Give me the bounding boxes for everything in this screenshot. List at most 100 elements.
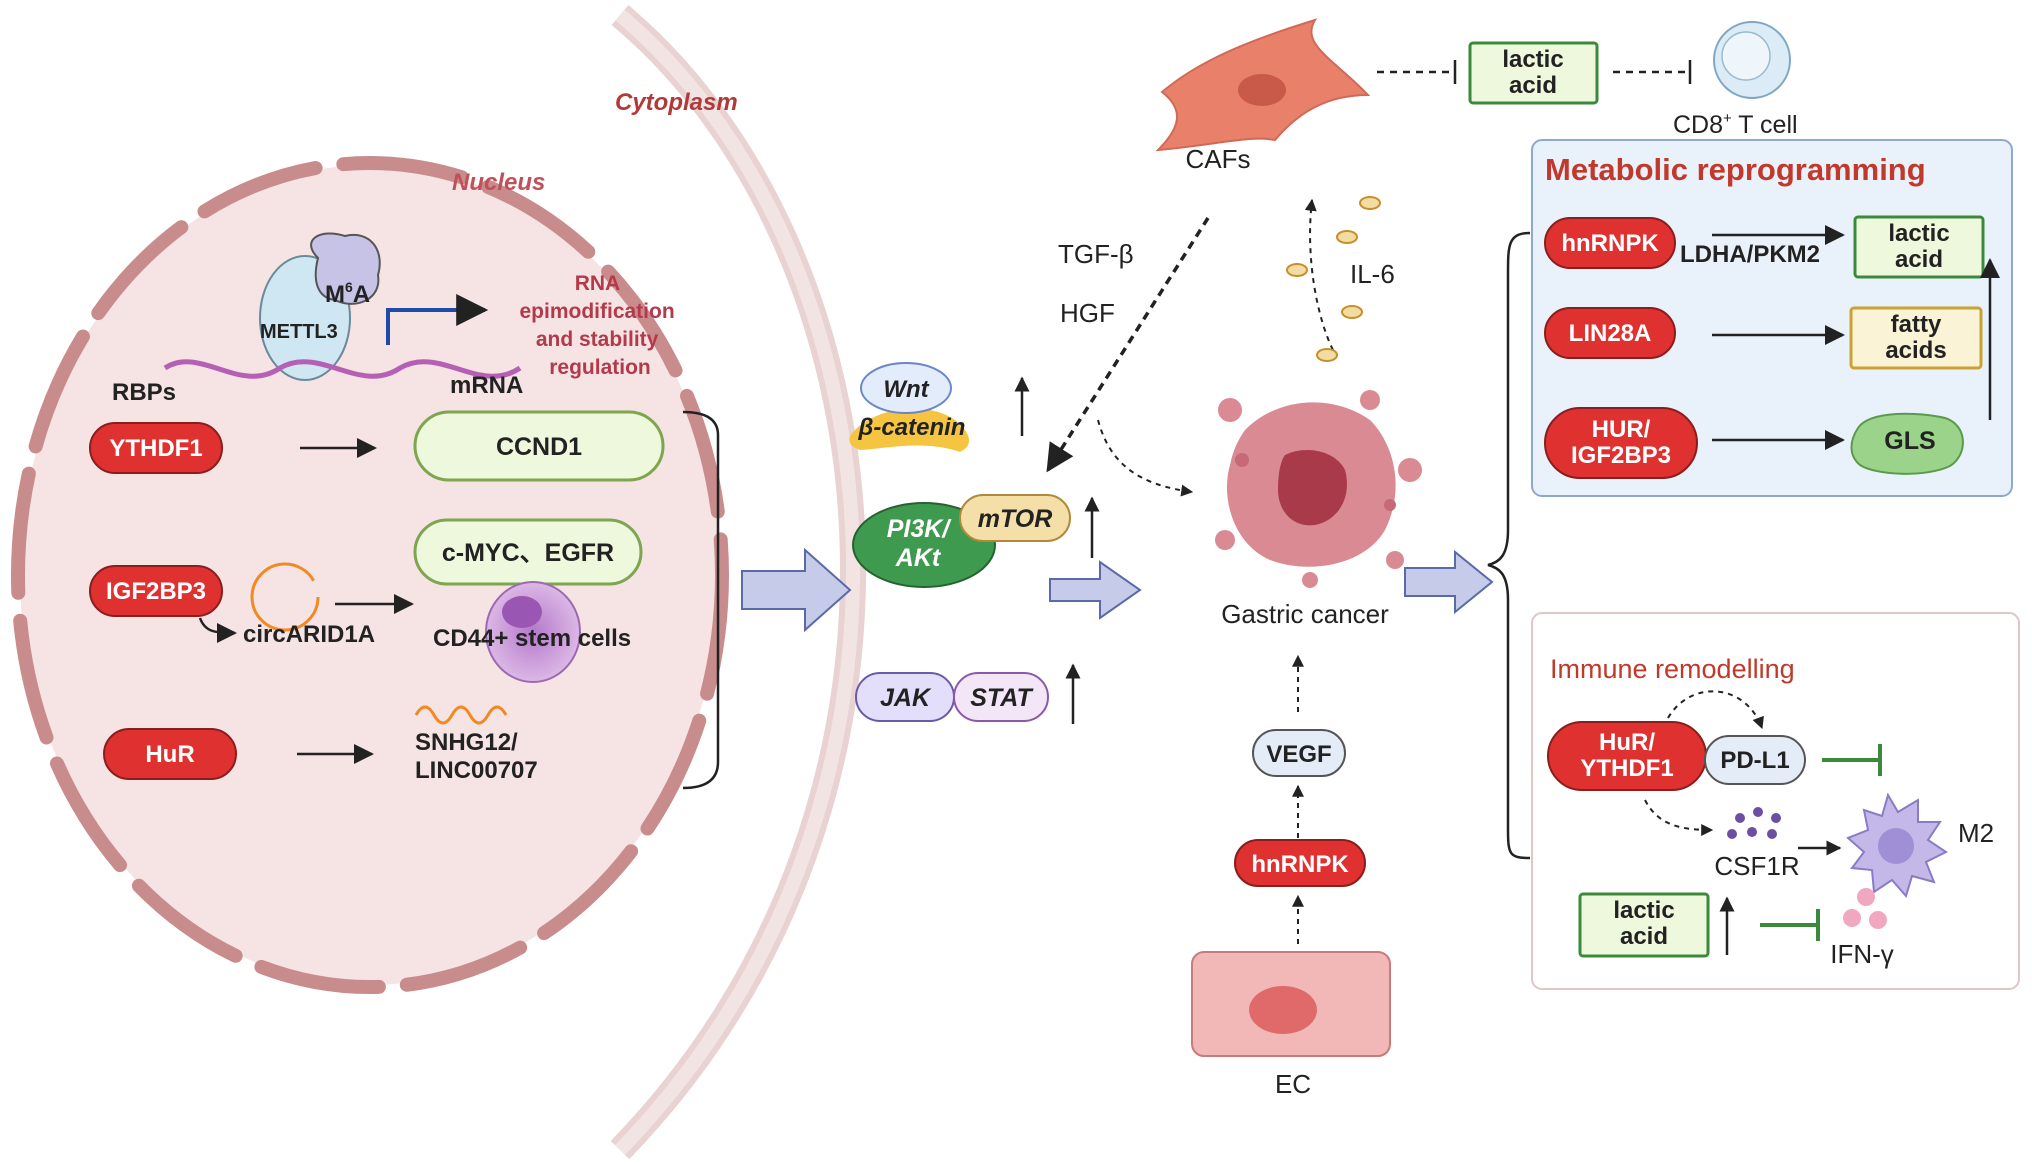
metabolic-title: Metabolic reprogramming (1545, 152, 1926, 187)
tumor-icon (1215, 390, 1422, 588)
igf2bp3-label: IGF2BP3 (106, 578, 206, 605)
mrna-strand (163, 359, 522, 379)
lactic-acid-top-box (1468, 41, 1599, 105)
hnrnpk-center-pill (1234, 839, 1366, 887)
epimodification-arrow (386, 294, 489, 345)
nucleus-to-pathway-arrow (741, 547, 852, 633)
pi3k-akt-node (852, 502, 996, 588)
stat-label: STAT (970, 684, 1034, 712)
hur-igf2bp3-line1: HUR/ (1592, 416, 1651, 443)
snhg12-label: SNHG12/ (415, 729, 518, 756)
fatty-line1: fatty (1891, 311, 1942, 338)
ifn-label: IFN-γ (1830, 939, 1894, 969)
caf-cell-icon (1155, 18, 1371, 152)
mtor-node (959, 494, 1071, 542)
epimodification-text: RNA epimodification and stability regula… (519, 272, 680, 379)
akt-label: AKt (895, 544, 942, 572)
ythdf1-label: YTHDF1 (109, 435, 202, 462)
lactic-immune-line1: lactic (1613, 897, 1674, 924)
pdl1-node (1704, 735, 1806, 785)
cd8-label: CD8+ T cell (1673, 110, 1798, 139)
igf2bp3-circ-arrow (198, 617, 237, 643)
lactic-immune-line2: acid (1620, 923, 1668, 950)
hur-ythdf1-line2: YTHDF1 (1580, 755, 1673, 782)
m2-macrophage-icon (1846, 792, 1948, 899)
hgf-label: HGF (1060, 298, 1115, 328)
hur-ythdf1-line1: HuR/ (1599, 729, 1655, 756)
fatty-line2: acids (1885, 337, 1946, 364)
lncrna-icon (414, 705, 508, 725)
hur-igf2bp3-line2: IGF2BP3 (1571, 442, 1671, 469)
lactic-top-line2: acid (1509, 72, 1557, 99)
beta-catenin-label: β-catenin (858, 414, 966, 441)
ec-label: EC (1275, 1069, 1311, 1099)
caf-signal-arrow (1046, 217, 1210, 473)
ythdf1-pill (89, 422, 223, 474)
ldha-label: LDHA/PKM2 (1680, 241, 1820, 268)
csf1r-label: CSF1R (1714, 851, 1799, 881)
cancer-to-outcomes-arrow (1404, 549, 1494, 615)
ccnd1-box (413, 410, 665, 482)
ccnd1-label: CCND1 (496, 433, 582, 461)
il6-arrow (1304, 198, 1334, 351)
lactic-immune-box (1578, 892, 1710, 958)
gls-node (1850, 412, 1964, 475)
hur-igf2bp3-pill (1544, 407, 1698, 479)
nucleus-label: Nucleus (452, 169, 545, 196)
vegf-node (1252, 729, 1346, 777)
pdl1-label: PD-L1 (1720, 747, 1789, 774)
il6-label: IL-6 (1350, 259, 1395, 289)
pathway-to-cancer-arrow (1049, 560, 1142, 620)
igf2bp3-pill (89, 565, 223, 617)
fatty-acids-box (1849, 306, 1983, 370)
lactic-metabolic-line2: acid (1895, 246, 1943, 273)
hur-pill (103, 728, 237, 780)
stem-cell-nucleus (502, 596, 542, 628)
cytoplasm-label: Cytoplasm (615, 89, 738, 116)
vegf-label: VEGF (1266, 741, 1331, 768)
cmyc-egfr-label: c-MYC、EGFR (442, 539, 614, 567)
rbps-label: RBPs (112, 379, 176, 406)
lactic-metabolic-box (1853, 215, 1985, 279)
wnt-node (860, 362, 952, 414)
hnrnpk-center-label: hnRNPK (1251, 851, 1349, 878)
ec-cell-nucleus (1249, 986, 1317, 1034)
stat-node (953, 672, 1049, 722)
m2-label: M2 (1958, 818, 1994, 848)
circarid1a-icon (250, 562, 320, 632)
mettl3-complex (259, 232, 381, 381)
pathway-cancer-dashed-arrow (1097, 419, 1194, 497)
m6a-label: M6A (325, 279, 370, 308)
nucleus-bracket (682, 410, 720, 790)
lin28a-label: LIN28A (1569, 320, 1652, 347)
ifn-particles (1843, 888, 1887, 929)
hur-pdl1-arrow (1667, 690, 1764, 730)
immune-title: Immune remodelling (1550, 654, 1795, 684)
hur-label: HuR (145, 741, 194, 768)
mettl3-label: METTL3 (260, 321, 338, 343)
csf1r-particles (1727, 807, 1781, 839)
outcome-brace (1487, 231, 1531, 860)
linc00707-label: LINC00707 (415, 757, 538, 784)
mtor-label: mTOR (978, 505, 1053, 533)
cd8-cell-nucleus (1721, 31, 1771, 81)
jak-label: JAK (880, 684, 932, 712)
il6-particles (1286, 196, 1381, 362)
lactic-metabolic-line1: lactic (1888, 220, 1949, 247)
tgf-beta-label: TGF-β (1058, 239, 1134, 269)
hnrnpk-metabolic-pill (1544, 217, 1676, 269)
circarid1a-label: circARID1A (243, 621, 375, 648)
mrna-label: mRNA (450, 372, 523, 399)
wnt-label: Wnt (883, 376, 929, 403)
lactic-top-line1: lactic (1502, 46, 1563, 73)
pi3k-label: PI3K/ (887, 515, 953, 543)
hnrnpk-metabolic-label: hnRNPK (1561, 230, 1659, 257)
cd44-label: CD44+ stem cells (433, 625, 631, 652)
gls-label: GLS (1884, 427, 1935, 455)
cell-membrane (610, 5, 867, 1160)
gastric-cancer-label: Gastric cancer (1221, 599, 1389, 629)
lin28a-pill (1544, 307, 1676, 359)
cafs-label: CAFs (1186, 144, 1251, 174)
